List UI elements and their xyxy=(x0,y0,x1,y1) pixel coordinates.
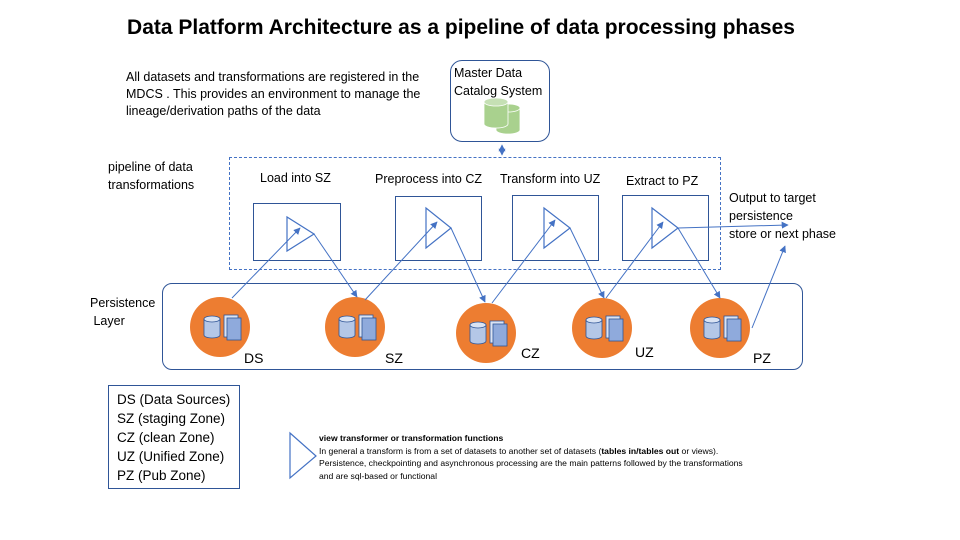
stage-box-extract xyxy=(622,195,709,261)
zone-ds-icon xyxy=(190,297,250,357)
legend-transformer-icon xyxy=(289,431,317,480)
note-title: view transformer or transformation funct… xyxy=(319,433,504,443)
zone-sz-icon xyxy=(325,297,385,357)
legend-item: SZ (staging Zone) xyxy=(117,411,226,426)
legend-item: UZ (Unified Zone) xyxy=(117,449,225,464)
transformer-icon xyxy=(543,206,571,250)
zone-uz-icon xyxy=(572,298,632,358)
stage-label-extract: Extract to PZ xyxy=(626,174,699,188)
legend-item: CZ (clean Zone) xyxy=(117,430,215,445)
zone-label-sz: SZ xyxy=(385,350,403,366)
persistence-label-line2: Layer xyxy=(90,314,125,328)
flow-arrow-cz-to-transform xyxy=(491,219,556,304)
mdcs-label-line1: Master Data xyxy=(454,66,523,80)
note-line3: and are sql-based or functional xyxy=(319,470,438,481)
flow-arrow-ds-to-load xyxy=(231,227,301,299)
note-line1-bold: tables in/tables out xyxy=(601,445,680,456)
note-line2: Persistence, checkpointing and asynchron… xyxy=(319,458,743,468)
flow-arrow-load-to-sz xyxy=(313,233,358,298)
transformer-icon xyxy=(425,206,452,250)
pipeline-label-line2: transformations xyxy=(108,178,195,192)
output-label-line1: Output to target xyxy=(729,191,816,205)
mdcs-description: All datasets and transformations are reg… xyxy=(126,70,421,118)
transformer-icon xyxy=(651,206,679,250)
note-line1-end: or views). xyxy=(679,445,719,456)
stage-box-transform xyxy=(512,195,599,261)
flow-arrow-transform-to-uz xyxy=(569,227,605,299)
flow-arrow-preprocess-to-cz xyxy=(450,227,486,303)
zone-legend: DS (Data Sources) SZ (staging Zone) CZ (… xyxy=(108,385,240,489)
stage-box-preprocess xyxy=(395,196,482,261)
pipeline-label-line1: pipeline of data xyxy=(108,160,193,174)
flow-arrow-uz-to-extract xyxy=(605,221,664,299)
mdcs-label: Master Data Catalog System xyxy=(454,64,542,100)
stage-label-load: Load into SZ xyxy=(260,171,331,185)
output-label: Output to target persistence store or ne… xyxy=(729,189,836,243)
zone-pz-icon xyxy=(690,298,750,358)
stage-label-preprocess: Preprocess into CZ xyxy=(375,172,482,186)
output-label-line2: persistence xyxy=(729,209,793,223)
flow-arrow-pz-to-output xyxy=(751,245,786,329)
legend-item: DS (Data Sources) xyxy=(117,392,231,407)
persistence-label: Persistence Layer xyxy=(90,294,155,330)
note-line1-start: In general a transform is from a set of … xyxy=(319,445,602,456)
stage-label-transform: Transform into UZ xyxy=(500,172,601,186)
flow-arrow-extract-to-output xyxy=(677,221,789,229)
zone-cz-icon xyxy=(456,303,516,363)
flow-arrow-sz-to-preprocess xyxy=(364,221,438,301)
mdcs-box xyxy=(450,60,550,142)
persistence-label-line1: Persistence xyxy=(90,296,156,310)
stage-box-load xyxy=(253,203,341,261)
mdcs-label-line2: Catalog System xyxy=(454,84,543,98)
mdcs-database-icon xyxy=(483,97,521,135)
page-title: Data Platform Architecture as a pipeline… xyxy=(127,16,795,39)
flow-arrow-extract-to-pz xyxy=(677,227,721,299)
zone-label-uz: UZ xyxy=(635,344,654,360)
zone-label-cz: CZ xyxy=(521,345,540,361)
note-line1: In general a transform is from a set of … xyxy=(319,445,819,458)
transformer-note: view transformer or transformation funct… xyxy=(319,432,819,482)
transformer-icon xyxy=(286,215,316,253)
legend-item: PZ (Pub Zone) xyxy=(117,468,206,483)
zone-label-pz: PZ xyxy=(753,350,771,366)
zone-label-ds: DS xyxy=(244,350,264,366)
persistence-layer-box xyxy=(162,283,803,370)
output-label-line3: store or next phase xyxy=(729,227,837,241)
pipeline-box xyxy=(229,157,721,270)
pipeline-label: pipeline of data transformations xyxy=(108,158,194,194)
